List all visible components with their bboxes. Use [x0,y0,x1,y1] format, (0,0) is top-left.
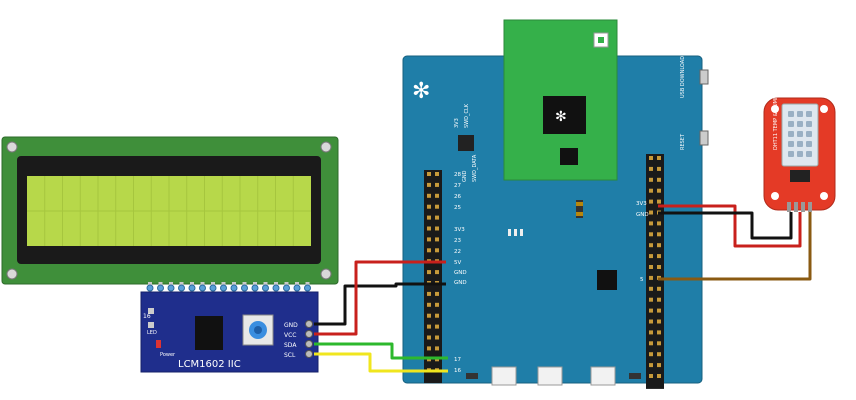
adapter-pin-sda: SDA [284,342,297,349]
header-pin [649,243,661,248]
top-label-swd-data: SWD_DATA [472,154,478,182]
board-pin-gnd-2: GND [454,280,467,286]
header-pin [649,199,661,204]
header-pin [427,302,439,307]
header-pin [427,346,439,351]
header-pin [649,265,661,269]
adapter-pin-vcc: VCC [284,332,296,339]
board-logo-icon: ✻ [412,79,430,104]
board-pin-25: 25 [454,205,461,211]
adapter-pin-scl: SCL [284,352,296,359]
wire-vcc-red [314,260,446,336]
wires [314,204,812,373]
header-pin [649,352,661,357]
wire-sensor-black [658,211,793,240]
header-pin [649,308,661,313]
board-pin-27: 27 [454,183,461,189]
header-pin [427,215,439,220]
module-label: LCM1602 IIC [178,359,241,370]
board-pin-23: 23 [454,238,461,244]
board-right-pin-gnd: GND [636,212,649,218]
board-right-pin-5: 5 [640,277,644,283]
header-pin [427,313,439,318]
i2c-adapter: 16 LED Power LCM1602 IIC GND VCC SDA SCL [140,291,319,373]
left-header-labels: 5V GND GND 17 16 28 27 26 25 3V3 23 22 [454,172,467,374]
sensor-label: DHT11 TEMP & HUMIDITY [773,85,779,150]
header-pin [649,221,661,226]
header-pin [649,232,661,237]
wire-sensor-brown [658,212,812,281]
board-pin-5v: 5V [454,260,461,266]
board-pin-17: 17 [454,357,461,363]
header-pin [427,237,439,242]
board-pin-16: 16 [454,368,461,374]
header-pin [649,254,661,259]
top-label-3v3: 3V3 [454,118,460,128]
chip-logo-icon: ✻ [555,109,567,125]
header-pin [649,319,661,324]
wire-sensor-red [658,204,802,248]
wire-gnd-black [314,282,446,326]
header-pin [427,226,439,231]
header-pin [649,286,661,291]
usb-download-label: USB DOWNLOAD [680,56,686,98]
wire-sda-green [314,342,448,360]
dht11-sensor: DHT11 TEMP & HUMIDITY [763,85,836,212]
board-pin-28: 28 [454,172,461,178]
header-pin [649,177,661,182]
header-pin [649,166,661,171]
pin-number-label: 16 [143,313,151,320]
header-pin [427,335,439,340]
right-pin-header [646,154,664,389]
header-pin [427,193,439,198]
board-right-pin-3v3: 3V3 [636,201,647,207]
header-pin [427,291,439,296]
lcd-display [1,136,339,285]
header-pin [427,324,439,329]
power-label: Power [160,352,176,358]
main-board: ✻ 3V3 SWD_CLK GND SWD_DATA USB DOWNLOAD … [402,19,709,386]
board-pin-gnd-1: GND [454,270,467,276]
header-pin [649,297,661,302]
led-label: LED [147,330,157,336]
top-label-swd-clk: SWD_CLK [464,103,470,128]
header-pin [649,363,661,368]
board-pin-22: 22 [454,249,461,255]
board-pin-26: 26 [454,194,461,200]
adapter-pin-gnd: GND [284,322,298,329]
board-pin-3v3-a: 3V3 [454,227,465,233]
header-pin [649,341,661,346]
right-header-labels: 3V3 GND 5 [636,201,649,283]
top-label-gnd: GND [462,170,468,182]
left-pin-header [424,170,442,384]
wire-scl-yellow [314,352,448,373]
header-pin [427,172,439,176]
header-pin [427,248,439,253]
header-pin [649,188,661,193]
header-pin [649,156,661,160]
header-pin [427,270,439,275]
header-pin [427,182,439,187]
header-pin [649,330,661,335]
header-pin [427,204,439,209]
header-pin [649,374,661,378]
reset-label: RESET [680,133,686,150]
